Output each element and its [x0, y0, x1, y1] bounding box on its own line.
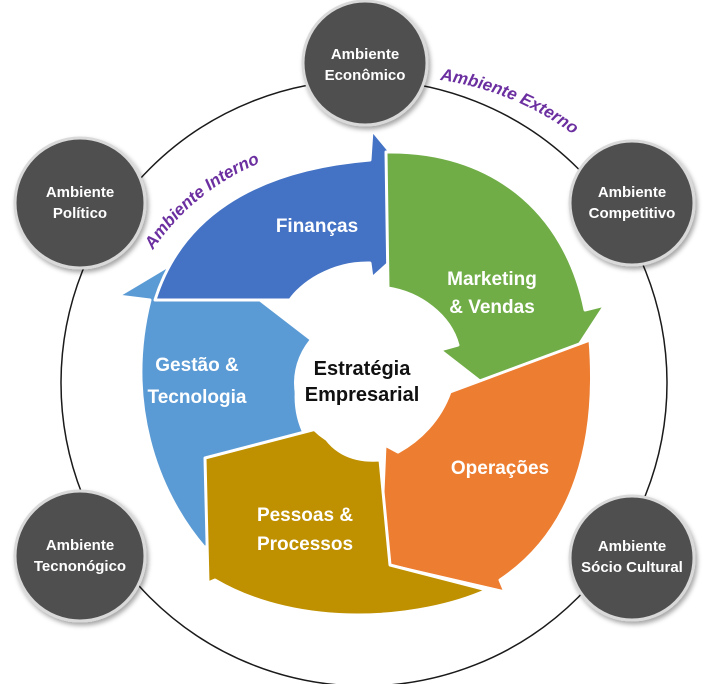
env-node-economico [301, 0, 429, 127]
label-financas: Finanças [276, 216, 358, 237]
strategy-cycle [116, 128, 607, 617]
env-competitivo-line2: Competitivo [589, 205, 676, 222]
label-pessoas-line1: Pessoas & [257, 505, 353, 526]
env-economico-line2: Econômico [325, 67, 406, 84]
center-label-line2: Empresarial [305, 384, 420, 406]
env-politico-line2: Político [53, 205, 107, 222]
label-gestao-line2: Tecnologia [148, 387, 247, 408]
center-hub [294, 315, 430, 451]
label-gestao-line1: Gestão & [155, 355, 239, 376]
env-socio-line1: Ambiente [598, 538, 666, 555]
segment-pessoas-processos [203, 426, 489, 617]
env-tecnologico-line1: Ambiente [46, 537, 114, 554]
arc-label-ambiente-externo: Ambiente Externo [438, 65, 582, 138]
segment-financas [153, 128, 444, 302]
env-competitivo-line1: Ambiente [598, 184, 666, 201]
label-marketing-line1: Marketing [447, 269, 537, 290]
env-node-competitivo [568, 139, 696, 267]
label-pessoas-line2: Processos [257, 534, 353, 555]
env-node-tecnologico [13, 489, 147, 623]
env-socio-line2: Sócio Cultural [581, 559, 683, 576]
label-marketing-line2: & Vendas [449, 297, 535, 318]
env-economico-line1: Ambiente [331, 46, 399, 63]
env-tecnologico-line2: Tecnonógico [34, 558, 126, 575]
label-operacoes: Operações [451, 458, 549, 479]
center-label-line1: Estratégia [314, 358, 412, 380]
env-node-socio-cultural [568, 494, 696, 622]
env-politico-line1: Ambiente [46, 184, 114, 201]
env-node-politico [13, 136, 147, 270]
segment-operacoes [378, 338, 594, 594]
segment-marketing-vendas [384, 150, 607, 422]
